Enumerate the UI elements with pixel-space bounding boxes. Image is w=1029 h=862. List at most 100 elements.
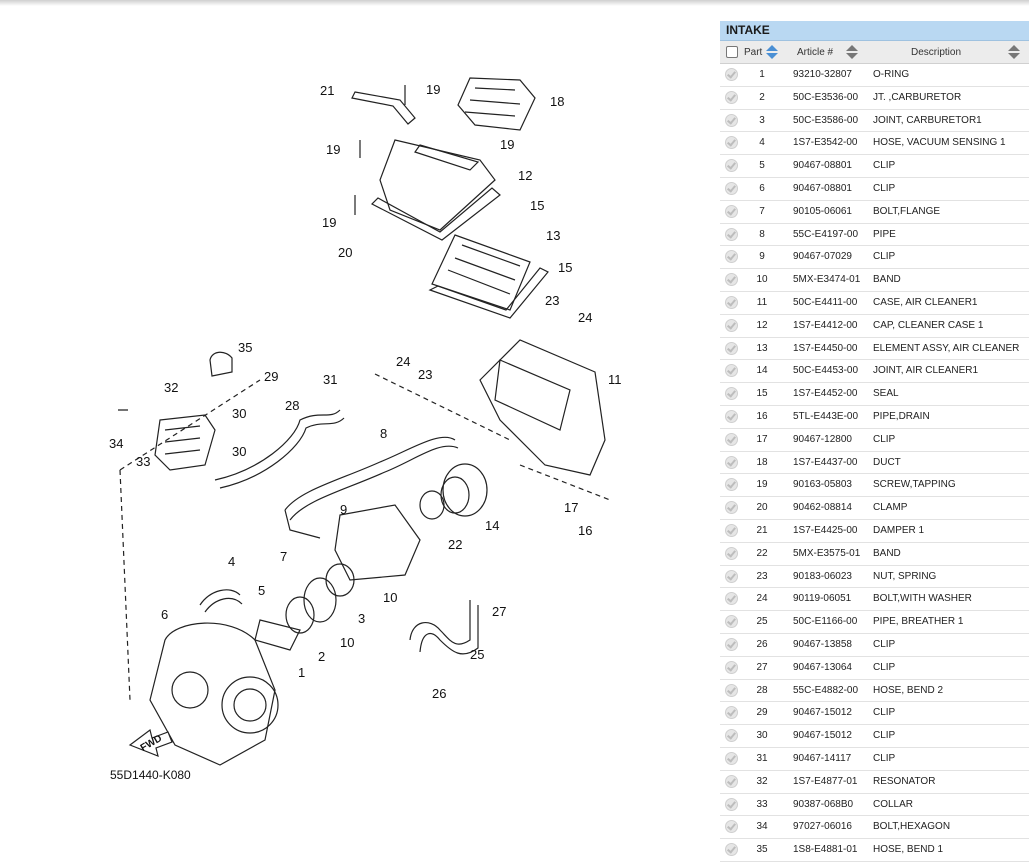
add-to-cart-check-icon[interactable] [725,273,738,287]
callout-20: 20 [338,245,353,260]
add-to-cart-check-icon[interactable] [725,706,738,720]
callout-23: 23 [418,367,433,382]
add-to-cart-check-icon[interactable] [725,204,738,218]
add-to-cart-check-icon[interactable] [725,227,738,241]
sort-part-icon[interactable] [766,45,778,59]
add-to-cart-check-icon[interactable] [725,113,738,127]
cell-part: 31 [756,752,768,764]
cell-description: CLIP [873,251,896,263]
add-to-cart-check-icon[interactable] [725,181,738,195]
callout-19: 19 [500,137,515,152]
cell-part: 26 [756,638,768,650]
add-to-cart-check-icon[interactable] [725,797,738,811]
cell-description: SEAL [873,388,899,400]
cell-part: 33 [756,798,768,810]
callout-25: 25 [470,647,485,662]
cell-description: BAND [873,274,901,286]
add-to-cart-check-icon[interactable] [725,615,738,629]
add-to-cart-check-icon[interactable] [725,774,738,788]
cell-article: 1S7-E4452-00 [793,388,858,400]
add-to-cart-check-icon[interactable] [725,637,738,651]
add-to-cart-check-icon[interactable] [725,159,738,173]
cell-part: 18 [756,456,768,468]
select-all-checkbox[interactable] [726,46,738,58]
callout-21: 21 [320,83,335,98]
add-to-cart-check-icon[interactable] [725,295,738,309]
header-description[interactable]: Description [911,47,962,58]
add-to-cart-check-icon[interactable] [725,729,738,743]
add-to-cart-check-icon[interactable] [725,523,738,537]
cell-article: 90467-14117 [793,752,852,764]
cell-article: 50C-E3586-00 [793,114,859,126]
top-shadow [0,0,1029,6]
add-to-cart-check-icon[interactable] [725,387,738,401]
cell-part: 4 [759,137,765,149]
add-to-cart-check-icon[interactable] [725,501,738,515]
add-to-cart-check-icon[interactable] [725,843,738,857]
header-part[interactable]: Part [744,47,763,58]
callout-1: 1 [298,665,306,680]
add-to-cart-check-icon[interactable] [725,318,738,332]
add-to-cart-check-icon[interactable] [725,68,738,81]
add-to-cart-check-icon[interactable] [725,432,738,446]
add-to-cart-check-icon[interactable] [725,136,738,150]
add-to-cart-check-icon[interactable] [725,478,738,492]
add-to-cart-check-icon[interactable] [725,341,738,355]
callout-32: 32 [164,380,179,395]
add-to-cart-check-icon[interactable] [725,751,738,765]
cell-part: 29 [756,707,768,719]
add-to-cart-check-icon[interactable] [725,364,738,378]
sort-description-icon[interactable] [1008,45,1020,59]
sort-article-icon[interactable] [846,45,858,59]
add-to-cart-check-icon[interactable] [725,683,738,697]
callout-34: 34 [109,436,124,451]
add-to-cart-check-icon[interactable] [725,820,738,834]
add-to-cart-check-icon[interactable] [725,409,738,423]
add-to-cart-check-icon[interactable] [725,660,738,674]
add-to-cart-check-icon[interactable] [725,250,738,264]
add-to-cart-check-icon[interactable] [725,455,738,469]
cell-description: CLIP [873,661,896,673]
add-to-cart-check-icon[interactable] [725,569,738,583]
header-article[interactable]: Article # [797,47,834,58]
add-to-cart-check-icon[interactable] [725,90,738,104]
add-to-cart-check-icon[interactable] [725,546,738,560]
add-to-cart-check-icon[interactable] [725,592,738,606]
cell-description: PIPE [873,228,896,240]
